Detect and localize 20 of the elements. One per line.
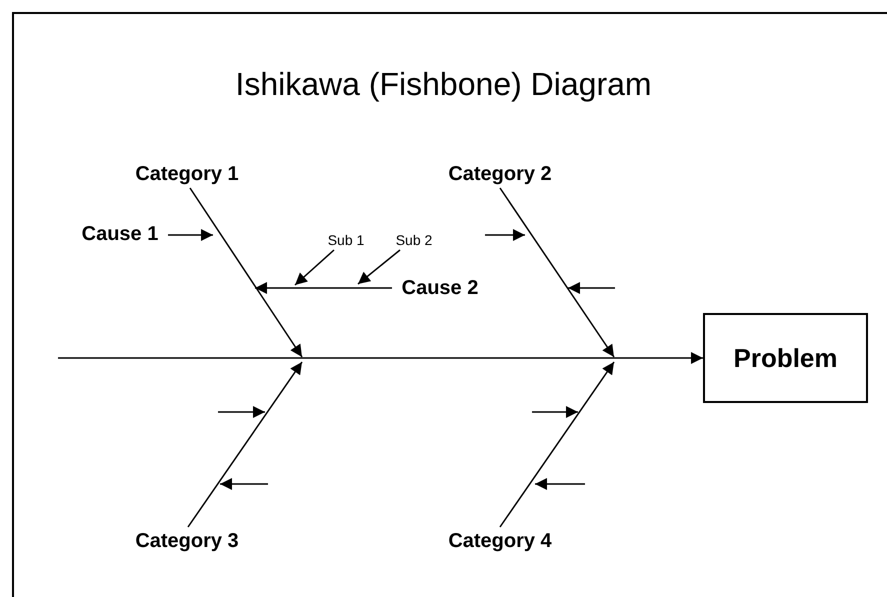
arrow bbox=[168, 229, 213, 241]
diagram-title: Ishikawa (Fishbone) Diagram bbox=[234, 66, 653, 103]
arrow bbox=[255, 282, 392, 294]
category-label: Category 1 bbox=[135, 162, 239, 186]
arrow bbox=[294, 249, 334, 286]
category-label: Category 2 bbox=[448, 162, 552, 186]
sub-cause-label: Sub 2 bbox=[396, 232, 432, 248]
arrow bbox=[499, 362, 615, 528]
problem-label: Problem bbox=[733, 342, 838, 374]
arrow bbox=[358, 249, 400, 285]
sub-cause-label: Sub 1 bbox=[328, 232, 364, 248]
category-label: Category 4 bbox=[448, 530, 552, 552]
cause-label: Cause 1 bbox=[82, 222, 158, 246]
arrow bbox=[189, 188, 303, 358]
arrow bbox=[187, 362, 303, 528]
category-label: Category 3 bbox=[135, 530, 239, 552]
problem-box bbox=[703, 313, 868, 403]
arrow bbox=[499, 188, 615, 358]
arrow bbox=[58, 352, 703, 364]
cause-label: Cause 2 bbox=[402, 276, 478, 300]
